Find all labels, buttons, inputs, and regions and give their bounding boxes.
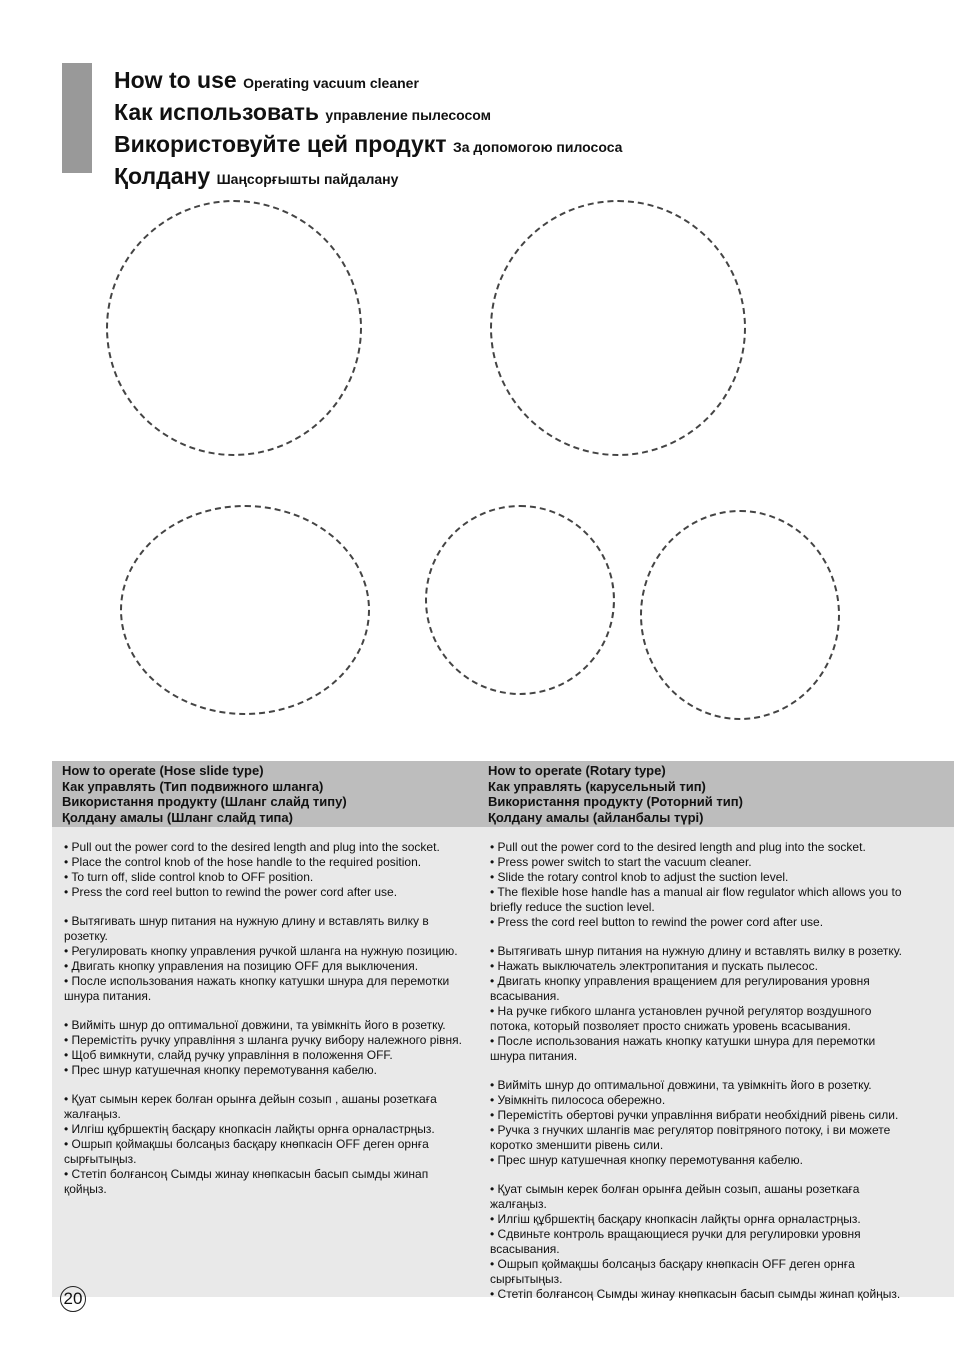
instruction-item: • Вытягивать шнур питания на нужную длин… bbox=[64, 914, 429, 943]
right-section-heading: How to operate (Rotary type)Как управлят… bbox=[488, 763, 743, 825]
instruction-item: • Стетiп болғансоң Сымды жинау кнөпкасын… bbox=[490, 1287, 901, 1301]
instruction-item: • Прес шнур катушечная кнопку перемотува… bbox=[490, 1153, 803, 1167]
vacuum-illustration-right bbox=[490, 200, 746, 456]
title-line: Використовуйте цей продукт За допомогою … bbox=[114, 131, 623, 157]
instruction-item: • Вытягивать шнур питания на нужную длин… bbox=[490, 944, 902, 958]
instruction-item: • Стетiп болғансоң Сымды жинау кнөпкасын… bbox=[64, 1167, 429, 1196]
instruction-item: • Қуат сымын керек болған орынға дейын с… bbox=[490, 1182, 860, 1211]
page-title-block: How to use Operating vacuum cleaner Как … bbox=[114, 66, 622, 194]
air-flow-regulator-illustration bbox=[640, 510, 840, 720]
instruction-item: • Прес шнур катушечная кнопку перемотува… bbox=[64, 1063, 377, 1077]
instruction-item: • Сдвиньте контроль вращающиеся ручки дл… bbox=[490, 1227, 861, 1256]
instruction-item: • Илгiш құбршектiң басқару кнопкасiн лай… bbox=[64, 1122, 435, 1136]
instruction-item: • Двигать кнопку управления на позицию O… bbox=[64, 959, 419, 973]
instruction-item: • После использования нажать кнопку кату… bbox=[490, 1034, 876, 1063]
title-line: Қолдану Шаңсорғышты пайдалану bbox=[114, 163, 399, 189]
title-line: Как использовать управление пылесосом bbox=[114, 99, 492, 125]
instruction-item: • Перемiстiть обертові ручки управлiння … bbox=[490, 1108, 899, 1122]
instruction-item: • На ручке гибкого шланга установлен руч… bbox=[490, 1004, 872, 1033]
instruction-item: • Виймiть шнур до оптимальної довжини, т… bbox=[64, 1018, 446, 1032]
instruction-item: • Press the cord reel button to rewind t… bbox=[64, 885, 398, 899]
instruction-item: • Увiмкнiть пилососа обережно. bbox=[490, 1093, 666, 1107]
instruction-item: • Press power switch to start the vacuum… bbox=[490, 855, 752, 869]
instruction-item: • Регулировать кнопку управления ручкой … bbox=[64, 944, 458, 958]
instruction-item: • Перемiстiть ручку управлiння з шланга … bbox=[64, 1033, 462, 1047]
instruction-item: • The flexible hose handle has a manual … bbox=[490, 885, 902, 914]
instruction-item: • Place the control knob of the hose han… bbox=[64, 855, 422, 869]
title-line: How to use Operating vacuum cleaner bbox=[114, 67, 419, 93]
instruction-item: • Pull out the power cord to the desired… bbox=[490, 840, 866, 854]
instruction-item: • Slide the rotary control knob to adjus… bbox=[490, 870, 789, 884]
rotary-knob-illustration bbox=[425, 505, 615, 695]
instruction-item: • Нажать выключатель электропитания и пу… bbox=[490, 959, 818, 973]
instruction-item: • Двигать кнопку управления вращением дл… bbox=[490, 974, 870, 1003]
instruction-item: • Қуат сымын керек болған орынға дейын с… bbox=[64, 1092, 437, 1121]
instructions-area bbox=[52, 827, 954, 1297]
title-accent-bar bbox=[62, 63, 92, 173]
hose-handle-illustration bbox=[120, 505, 370, 715]
instruction-item: • To turn off, slide control knob to OFF… bbox=[64, 870, 314, 884]
instruction-item: • После использования нажать кнопку кату… bbox=[64, 974, 450, 1003]
instruction-item: • Ошрып қоймақшы болсаңыз басқару кнөпка… bbox=[64, 1137, 429, 1166]
right-instructions: • Pull out the power cord to the desired… bbox=[490, 840, 910, 1302]
page-number: 20 bbox=[60, 1286, 86, 1312]
instruction-item: • Щоб вимкнути, слайд ручку управлiння в… bbox=[64, 1048, 393, 1062]
section-header-band bbox=[52, 761, 954, 827]
instruction-item: • Pull out the power cord to the desired… bbox=[64, 840, 440, 854]
instruction-item: • Ошрып қоймақшы болсаңыз басқару кнөпка… bbox=[490, 1257, 855, 1286]
vacuum-illustration-left bbox=[106, 200, 362, 456]
instruction-item: • Press the cord reel button to rewind t… bbox=[490, 915, 824, 929]
instruction-item: • Ручка з гнучких шлангiв має регулятор … bbox=[490, 1123, 891, 1152]
instruction-item: • Илгiш құбршектiң басқару кнопкасiн лай… bbox=[490, 1212, 861, 1226]
left-instructions: • Pull out the power cord to the desired… bbox=[64, 840, 469, 1197]
left-section-heading: How to operate (Hose slide type)Как упра… bbox=[62, 763, 347, 825]
instruction-item: • Виймiть шнур до оптимальної довжини, т… bbox=[490, 1078, 872, 1092]
